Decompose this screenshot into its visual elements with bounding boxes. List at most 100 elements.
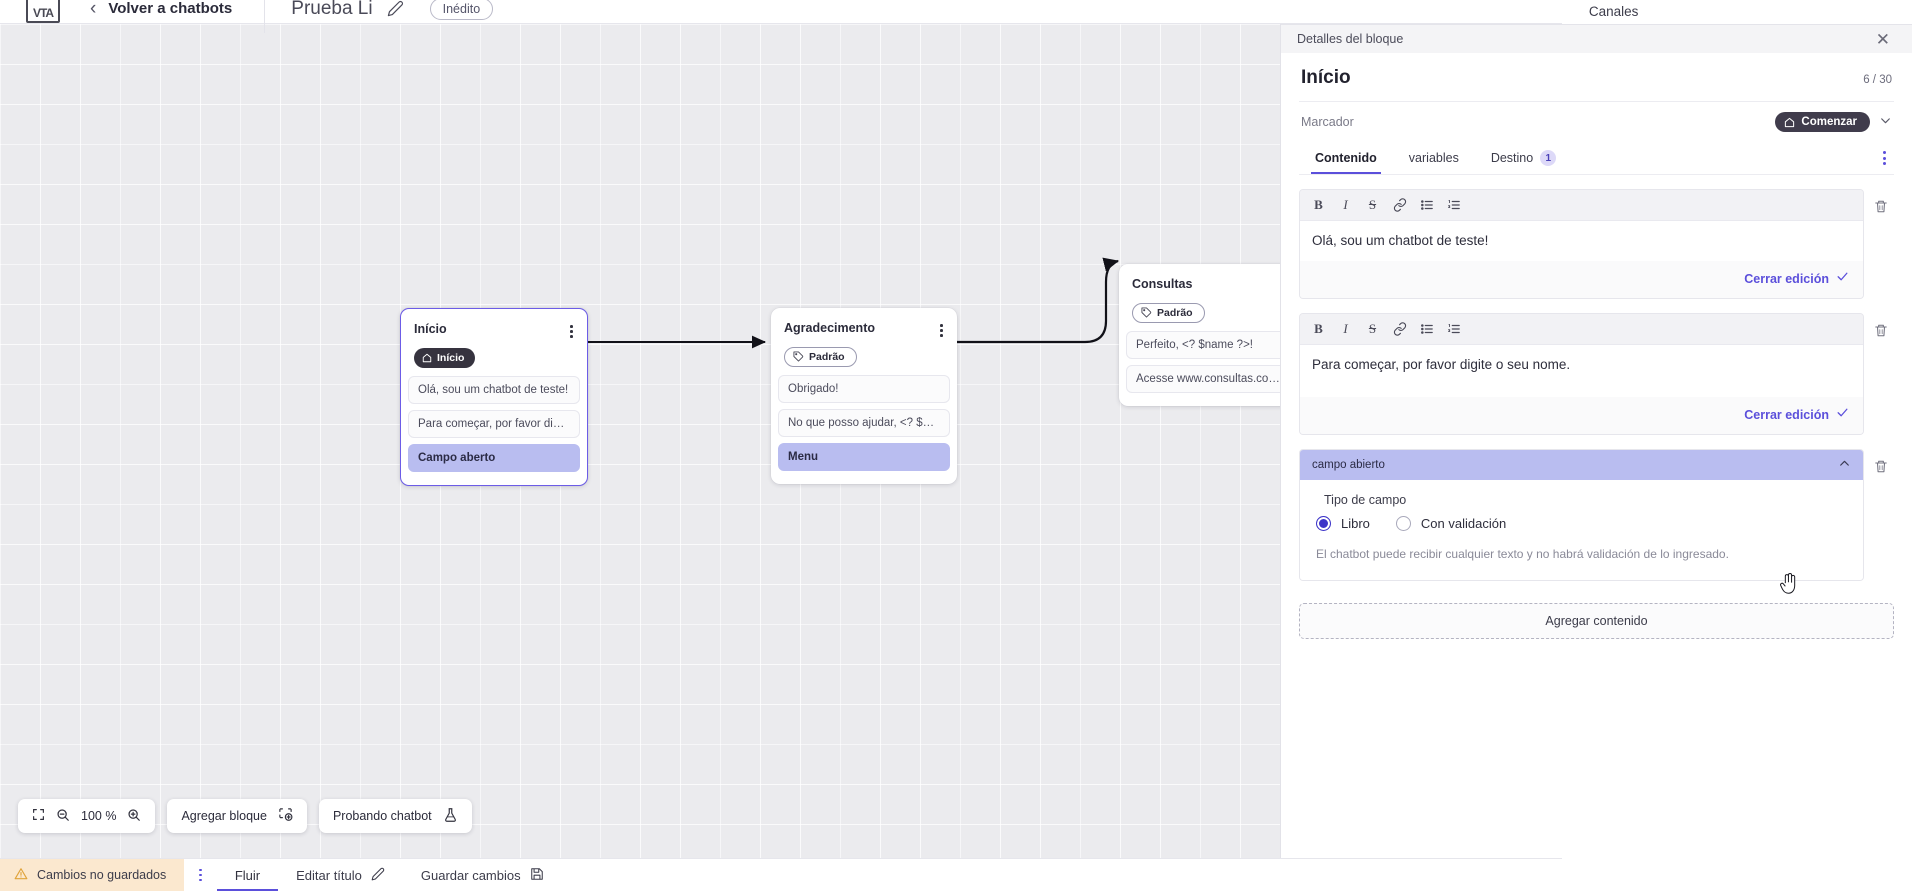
strikethrough-button[interactable]: S [1368,197,1377,212]
tab-destino-label: Destino [1490,151,1534,165]
test-chatbot-button[interactable]: Probando chatbot [318,799,472,833]
card-text[interactable]: Para começar, por favor digite o seu nom… [1300,345,1863,398]
bot-title: Prueba Li [291,0,373,19]
check-icon[interactable] [1836,270,1849,288]
save-icon [530,867,544,884]
topbar-divider [264,0,266,33]
app-logo[interactable]: VTA [26,0,60,23]
check-icon[interactable] [1836,406,1849,424]
bold-button[interactable]: B [1314,321,1323,337]
italic-button[interactable]: I [1343,197,1348,212]
fit-screen-icon[interactable] [32,808,45,824]
delete-card-2-icon[interactable] [1868,315,1894,345]
editor-toolbar: B I S [1300,314,1863,346]
strikethrough-button[interactable]: S [1368,321,1377,337]
editor-toolbar: B I S [1300,190,1863,221]
node-title: Início [414,322,447,336]
card-text[interactable]: Olá, sou um chatbot de teste! [1300,221,1863,262]
marker-chip-comenzar[interactable]: Comenzar [1775,112,1870,132]
panel-subheader: Detalles del bloque ✕ [1281,25,1912,53]
bullet-list-icon[interactable] [1414,318,1439,340]
node-message[interactable]: No que posso ajudar, <? $name ... [778,409,950,438]
flow-node-agradecimento[interactable]: Agradecimento Padrão Obrigado! No que po… [771,308,957,485]
pencil-icon [371,867,385,884]
edit-title-button[interactable]: Editar título [278,859,403,891]
field-card-header[interactable]: campo abierto [1300,450,1863,481]
node-menu-icon[interactable] [939,321,944,340]
marker-chip-label: Comenzar [1801,116,1857,128]
node-message[interactable]: Para começar, por favor digite o ... [408,409,580,438]
home-icon [1785,117,1795,127]
statusbar-menu-icon[interactable] [184,859,217,891]
back-chevron-icon[interactable]: ‹ [90,0,97,19]
save-changes-label: Guardar cambios [420,867,521,883]
zoom-in-icon[interactable] [127,808,141,825]
node-message[interactable]: Olá, sou um chatbot de teste! [408,375,580,404]
node-menu-icon[interactable] [569,322,574,341]
zoom-controls[interactable]: 100 % [18,799,156,833]
kebab-icon[interactable] [198,866,203,885]
block-title: Início [1301,67,1351,88]
radio-con-validacion[interactable] [1395,516,1411,532]
node-message[interactable]: Obrigado! [778,375,950,404]
unsaved-changes-indicator: Cambios no guardados [0,859,185,891]
tab-contenido-label: Contenido [1315,151,1377,165]
tab-destino-badge: 1 [1540,150,1557,166]
field-card-title: campo abierto [1312,459,1385,472]
radio-libro-label: Libro [1341,516,1370,532]
tab-contenido[interactable]: Contenido [1301,143,1391,174]
home-icon [422,353,432,362]
chevron-down-icon[interactable] [1879,114,1892,130]
add-content-button[interactable]: Agregar contenido [1299,602,1894,639]
link-icon[interactable] [1387,194,1412,216]
panel-subheader-label: Detalles del bloque [1297,32,1404,46]
bold-button[interactable]: B [1314,197,1323,212]
node-message[interactable]: Acesse www.consultas.com par... [1126,365,1298,394]
bullet-list-icon[interactable] [1414,194,1439,216]
save-changes-button[interactable]: Guardar cambios [403,859,562,891]
close-icon[interactable]: ✕ [1875,29,1890,49]
flow-node-consultas[interactable]: Consultas Padrão Perfeito, <? $name ?>! … [1119,264,1305,407]
numbered-list-icon[interactable] [1441,318,1466,340]
tag-icon [1141,307,1152,318]
tab-fluir[interactable]: Fluir [216,859,279,891]
node-message-field[interactable]: Campo aberto [408,443,580,472]
edit-title-label: Editar título [296,867,362,883]
node-header: Início [401,309,587,341]
back-to-chatbots-link[interactable]: Volver a chatbots [108,0,233,17]
node-title: Agradecimento [784,321,875,335]
field-type-label: Tipo de campo [1324,493,1407,508]
numbered-list-icon[interactable] [1441,194,1466,216]
content-tabs-menu-icon[interactable] [1877,143,1892,173]
edit-pencil-icon[interactable] [387,0,404,17]
link-icon[interactable] [1387,318,1412,340]
add-block-label: Agregar bloque [181,809,267,823]
marker-control[interactable]: Comenzar [1775,112,1892,132]
node-message-menu[interactable]: Menu [778,443,950,472]
node-tag-label: Padrão [1157,306,1193,319]
italic-button[interactable]: I [1343,321,1348,337]
content-tabs: Contenido variables Destino 1 [1299,142,1894,175]
flow-node-inicio[interactable]: Início Início Olá, sou um chatbot de tes… [400,308,588,486]
marker-label: Marcador [1301,115,1354,129]
radio-libro[interactable] [1316,516,1331,532]
tab-fluir-label: Fluir [234,867,261,883]
node-tag-start: Início [414,347,476,368]
chevron-up-icon[interactable] [1838,457,1851,473]
close-edit-button[interactable]: Cerrar edición [1744,408,1829,423]
node-tag-row: Padrão [1119,296,1305,332]
delete-field-icon[interactable] [1868,451,1894,481]
field-card-wrap: campo abierto Tipo de campo Libro Con va… [1299,449,1894,581]
card-footer: Cerrar edición [1300,261,1863,299]
delete-card-1-icon[interactable] [1868,191,1894,221]
close-edit-button[interactable]: Cerrar edición [1744,272,1829,287]
field-card-body: Tipo de campo Libro Con validación El ch… [1300,480,1863,580]
tab-canales[interactable]: Canales [1588,4,1639,19]
zoom-out-icon[interactable] [56,808,70,825]
tag-icon [793,351,804,362]
tab-destino[interactable]: Destino 1 [1477,142,1570,174]
block-title-row: Início 6 / 30 [1299,53,1894,102]
node-message[interactable]: Perfeito, <? $name ?>! [1126,331,1298,360]
add-block-button[interactable]: Agregar bloque [167,799,307,833]
tab-variables[interactable]: variables [1395,143,1473,173]
